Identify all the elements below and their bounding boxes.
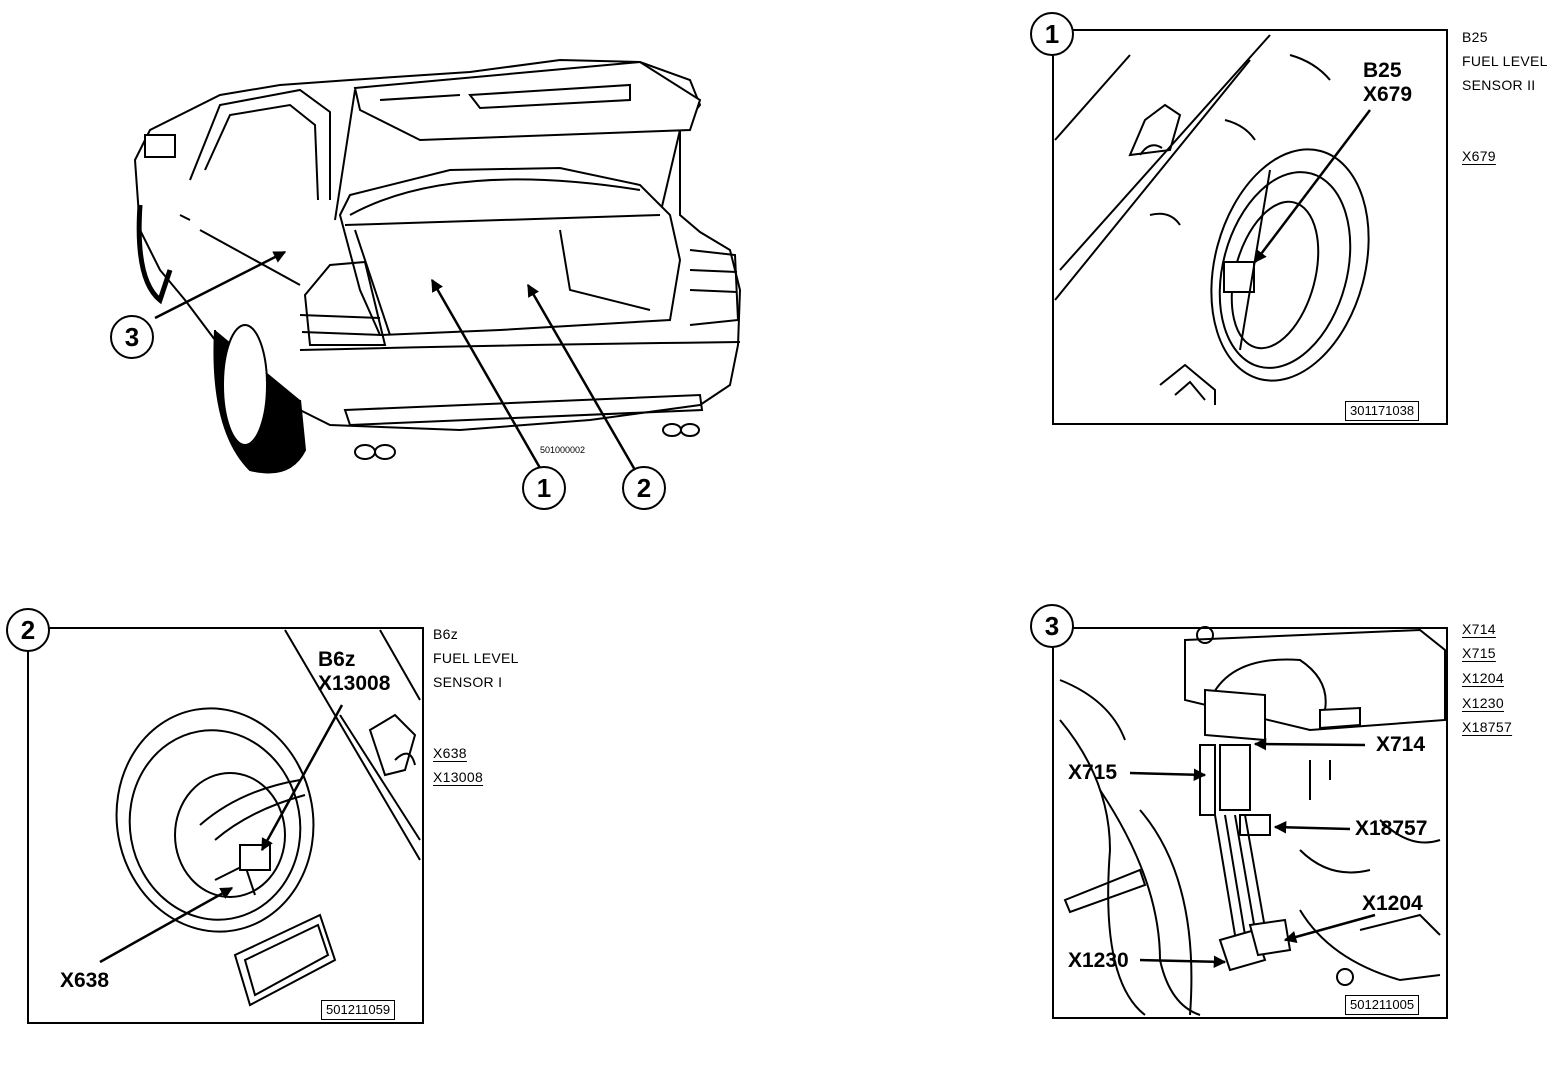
detail-3-connector-x714: X714 xyxy=(1462,621,1496,637)
detail-3-figure-id: 501211005 xyxy=(1345,995,1420,1015)
car-rear-view xyxy=(133,58,742,474)
detail-3-callout-x1204: X1204 xyxy=(1362,892,1423,915)
detail-1-badge: 1 xyxy=(1030,12,1074,56)
overview-callout-2: 2 xyxy=(622,466,666,510)
detail-1-component-code: B25 xyxy=(1462,29,1488,45)
wiring-connectors-drawing xyxy=(1059,626,1446,1016)
detail-3-callout-x714: X714 xyxy=(1376,733,1426,756)
overview-ref: 501000002 xyxy=(540,445,586,455)
detail-3-callout-x18757: X18757 xyxy=(1355,817,1428,840)
detail-1-desc-line1: FUEL LEVEL xyxy=(1462,53,1548,69)
detail-2-connector-x13008: X13008 xyxy=(433,769,484,785)
detail-1-callout-component: B25 xyxy=(1363,59,1402,82)
overview-callout-1: 1 xyxy=(522,466,566,510)
fuel-sensor-1-drawing xyxy=(115,629,421,1007)
detail-3-connector-x18757: X18757 xyxy=(1462,719,1513,735)
detail-2-frame xyxy=(27,627,424,1024)
detail-2-connector-x638: X638 xyxy=(433,745,467,761)
detail-3-connector-x1204: X1204 xyxy=(1462,670,1504,686)
detail-1-figure-id: 301171038 xyxy=(1345,401,1420,421)
detail-1-connector-x679: X679 xyxy=(1462,148,1496,164)
detail-2-callout-connector: X13008 xyxy=(318,672,391,695)
detail-2-badge: 2 xyxy=(6,608,50,652)
detail-3-connector-x715: X715 xyxy=(1462,645,1496,661)
detail-3-connector-x1230: X1230 xyxy=(1462,695,1504,711)
detail-2-desc-line1: FUEL LEVEL xyxy=(433,650,519,666)
detail-2-figure-id: 501211059 xyxy=(321,1000,396,1020)
detail-2-component-code: B6z xyxy=(433,626,459,642)
detail-2-desc-line2: SENSOR I xyxy=(433,674,503,690)
detail-2-callout-component: B6z xyxy=(318,648,356,671)
detail-3-callout-x715: X715 xyxy=(1068,761,1118,784)
detail-3-callout-x1230: X1230 xyxy=(1068,949,1129,972)
detail-2-callout-x638: X638 xyxy=(60,969,110,992)
overview-callout-3: 3 xyxy=(110,315,154,359)
detail-1-callout-connector: X679 xyxy=(1363,83,1413,106)
detail-1-frame xyxy=(1052,29,1448,425)
detail-3-badge: 3 xyxy=(1030,604,1074,648)
detail-1-desc-line2: SENSOR II xyxy=(1462,77,1536,93)
